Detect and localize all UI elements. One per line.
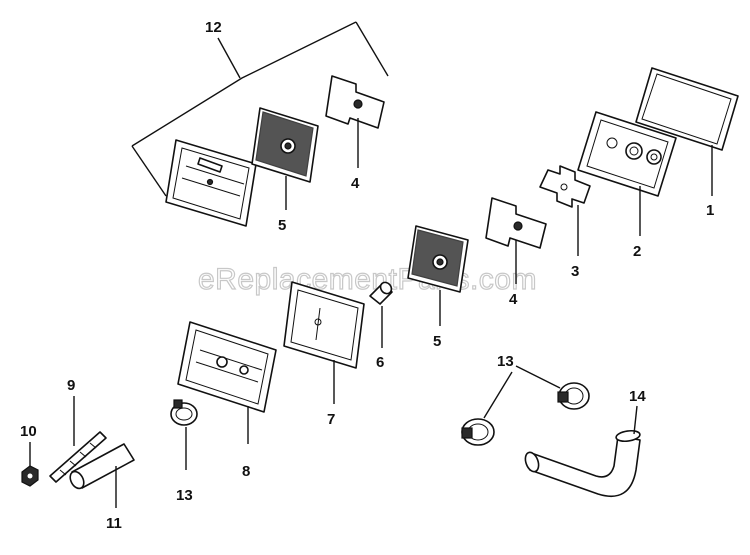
part-9-stud <box>49 431 107 483</box>
callout-11: 11 <box>106 515 122 532</box>
part-14-elbow-tube <box>524 429 641 498</box>
part-11-spacer <box>69 443 135 490</box>
part-10-nut <box>21 465 39 487</box>
callout-14: 14 <box>629 388 646 405</box>
callout-6: 6 <box>376 354 384 371</box>
part-7-gasket-plate <box>283 281 365 369</box>
part-5-filter-upper <box>251 107 319 183</box>
part-12-bracket <box>131 21 389 197</box>
part-5-filter-lower <box>407 225 469 293</box>
callout-2: 2 <box>633 243 641 260</box>
callout-5-lower: 5 <box>433 333 441 350</box>
part-2-cover <box>577 111 677 197</box>
watermark-text: eReplacementParts.com <box>198 263 537 296</box>
part-13-clamp-right-a <box>461 418 495 446</box>
callout-13-left: 13 <box>176 487 193 504</box>
callout-3: 3 <box>571 263 579 280</box>
callout-1: 1 <box>706 202 714 219</box>
callout-13-right: 13 <box>497 353 514 370</box>
callout-4-upper: 4 <box>351 175 360 192</box>
part-12-housing <box>165 139 257 227</box>
part-8-filter-base <box>177 321 277 413</box>
callout-4-lower: 4 <box>509 291 518 308</box>
part-6-sleeve <box>369 281 393 305</box>
callout-7: 7 <box>327 411 335 428</box>
part-4-bracket-upper <box>325 75 385 129</box>
part-3-cross-plate <box>539 165 591 208</box>
part-13-clamp-right-b <box>557 382 590 410</box>
callout-8: 8 <box>242 463 250 480</box>
callout-5-upper: 5 <box>278 217 286 234</box>
callout-12: 12 <box>205 19 222 36</box>
part-1-gasket <box>635 67 739 151</box>
part-13-clamp-left <box>170 399 198 426</box>
part-4-bracket-lower <box>485 197 547 249</box>
callout-10: 10 <box>20 423 37 440</box>
callout-9: 9 <box>67 377 75 394</box>
